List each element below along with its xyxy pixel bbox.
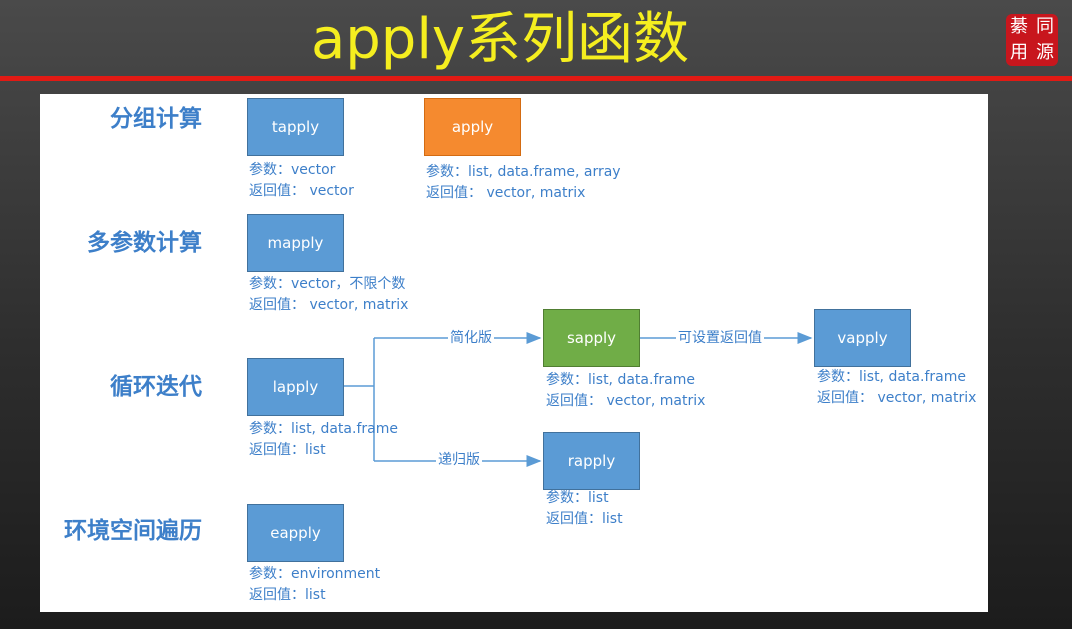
apply-param: 参数：list, data.frame, array [426,164,621,180]
vapply-label: vapply [837,329,888,347]
sapply-param: 参数：list, data.frame [546,372,695,388]
category-group: 分组计算 [110,106,202,132]
tapply-label: tapply [271,118,320,136]
vapply-box: vapply [814,309,911,367]
seal-char: 同 [1036,16,1054,37]
eapply-box: eapply [247,504,344,562]
edge-label-set-return: 可设置返回值 [676,329,764,347]
sapply-return: 返回值： vector, matrix [546,393,706,409]
lapply-param: 参数：list, data.frame [249,421,398,437]
seal-char: 綦 [1010,16,1028,37]
category-multi: 多参数计算 [87,230,202,256]
tapply-param: 参数：vector [249,162,336,178]
eapply-info: 参数：environment 返回值：list [249,564,380,606]
rapply-info: 参数：list 返回值：list [546,488,623,530]
lapply-return: 返回值：list [249,442,326,458]
rapply-param: 参数：list [546,490,609,506]
sapply-info: 参数：list, data.frame 返回值： vector, matrix [546,370,705,412]
lapply-label: lapply [272,378,319,396]
vapply-info: 参数：list, data.frame 返回值： vector, matrix [817,367,976,409]
lapply-box: lapply [247,358,344,416]
rapply-return: 返回值：list [546,511,623,527]
mapply-return: 返回值： vector, matrix [249,297,409,313]
lapply-info: 参数：list, data.frame 返回值：list [249,419,398,461]
seal-char: 源 [1036,42,1054,63]
apply-return: 返回值： vector, matrix [426,185,586,201]
category-loop: 循环迭代 [110,374,202,400]
vapply-param: 参数：list, data.frame [817,369,966,385]
eapply-label: eapply [270,524,321,542]
apply-info: 参数：list, data.frame, array 返回值： vector, … [426,162,621,204]
mapply-info: 参数：vector，不限个数 返回值： vector, matrix [249,274,408,316]
category-env: 环境空间遍历 [64,518,202,544]
title-underline [0,76,1072,81]
tapply-return: 返回值： vector [249,183,354,199]
seal-char: 用 [1010,42,1028,63]
slide-title: apply系列函数 [310,7,690,72]
tapply-info: 参数：vector 返回值： vector [249,160,354,202]
mapply-box: mapply [247,214,344,272]
sapply-label: sapply [566,329,617,347]
apply-label: apply [451,118,494,136]
eapply-return: 返回值：list [249,587,326,603]
mapply-param: 参数：vector，不限个数 [249,276,406,292]
mapply-label: mapply [267,234,324,252]
apply-box: apply [424,98,521,156]
seal-logo: 綦 同 用 源 [1006,14,1058,66]
eapply-param: 参数：environment [249,566,381,582]
edge-label-simplified: 简化版 [448,329,494,347]
rapply-label: rapply [567,452,616,470]
sapply-box: sapply [543,309,640,367]
diagram-panel: 分组计算 多参数计算 循环迭代 环境空间遍历 tapply 参数：vector … [40,94,988,612]
vapply-return: 返回值： vector, matrix [817,390,977,406]
tapply-box: tapply [247,98,344,156]
rapply-box: rapply [543,432,640,490]
edge-label-recursive: 递归版 [436,451,482,469]
